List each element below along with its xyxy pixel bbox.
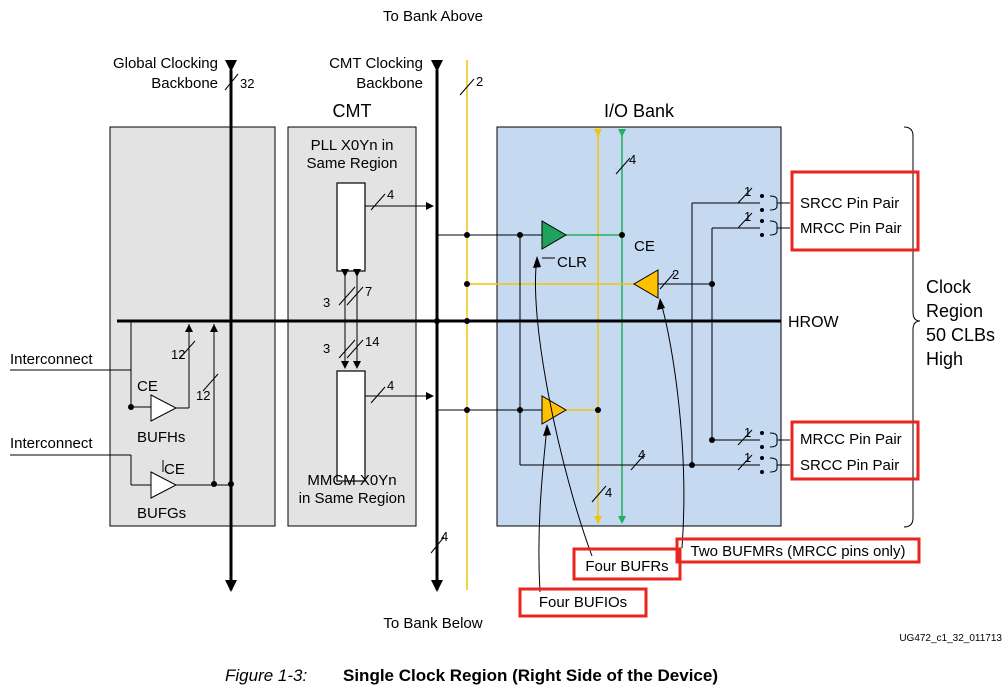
io-left-width: 4 [638,447,645,462]
mmcm-out-width: 4 [387,378,394,393]
bufh-ce-label: CE [137,378,158,395]
bufg-width: 12 [196,388,210,403]
pin-brackets [769,195,790,473]
figure-id: UG472_c1_32_011713 [899,633,1002,644]
mrcc-pin-pair-bottom: MRCC Pin Pair [800,431,902,448]
callout-bufios: Four BUFIOs [539,594,627,611]
hrow-label: HROW [788,314,840,331]
bufh-icon [150,394,178,422]
cmt-title: CMT [333,101,372,121]
callout-bufmrs: Two BUFMRs (MRCC pins only) [690,543,905,560]
clock-region-label-3: 50 CLBs [926,325,995,345]
pll-out-width: 4 [387,187,394,202]
callout-leaders [534,257,685,593]
mrcc-pin-pair-top: MRCC Pin Pair [800,220,902,237]
bufg-label: BUFGs [137,505,186,522]
pll-mmcm-width-b: 7 [365,284,372,299]
pll-block [336,182,366,272]
pin-width-1: 1 [744,184,751,199]
global-bus-width: 32 [240,76,254,91]
callout-boxes [518,170,921,618]
to-bank-below-label: To Bank Below [383,615,482,632]
srcc-pin-pair-bottom: SRCC Pin Pair [800,457,899,474]
mmcm-label-1: MMCM X0Yn [307,472,396,489]
caption-number: Figure 1-3: [225,666,307,685]
interconnect-bottom-label: Interconnect [10,435,93,452]
cmt-clocking-label-1: CMT Clocking [329,55,423,72]
pll-mmcm-width-c: 3 [323,341,330,356]
io-bank-wiring [437,202,760,466]
bufio-icon [541,395,567,425]
pll-mmcm-width-a: 3 [323,295,330,310]
pin-width-2: 1 [744,209,751,224]
junction-dots [128,232,715,487]
mmcm-label-2: in Same Region [299,490,406,507]
to-bank-above-label: To Bank Above [383,8,483,25]
bufh-label: BUFHs [137,429,185,446]
bufmr-width: 2 [672,267,679,282]
pin-width-4: 1 [744,450,751,465]
bufrs-box [572,547,682,581]
global-clocking-label-1: Global Clocking [113,55,218,72]
bufios-box [518,587,648,618]
cmt-bus-width: 2 [476,74,483,89]
cmt-clocking-label-2: Backbone [356,75,423,92]
io-bottom-width: 4 [605,485,612,500]
caption-title: Single Clock Region (Right Side of the D… [343,666,718,685]
mmcm-block [336,370,366,482]
global-clocking-panel [109,126,276,527]
pll-label-1: PLL X0Yn in [311,137,394,154]
clock-region-label-1: Clock [926,277,972,297]
bufmr-ce-label: CE [634,238,655,255]
pin-dots [760,194,764,474]
pin-width-3: 1 [744,425,751,440]
srcc-pin-pair-top: SRCC Pin Pair [800,195,899,212]
bufh-width: 12 [171,347,185,362]
pll-label-2: Same Region [307,155,398,172]
top-pin-pairs-box [790,170,920,252]
io-bank-title: I/O Bank [604,101,675,121]
bufr-icon [541,220,567,250]
global-clocking-label-2: Backbone [151,75,218,92]
io-top-width: 4 [629,152,636,167]
bufmr-icon [633,269,659,299]
clock-region-label-2: Region [926,301,983,321]
pll-mmcm-width-d: 14 [365,334,379,349]
clr-label: CLR [557,254,587,271]
bottom-pin-pairs-box [790,420,920,481]
bufg-ce-label: CE [164,461,185,478]
bufmrs-box [675,537,921,564]
callout-bufrs: Four BUFRs [585,558,668,575]
clock-region-brace [903,126,921,528]
cmt-bottom-width: 4 [441,529,448,544]
io-bank-panel [496,126,782,527]
interconnect-top-label: Interconnect [10,351,93,368]
clock-region-label-4: High [926,349,963,369]
callout-arrowheads [533,256,665,436]
